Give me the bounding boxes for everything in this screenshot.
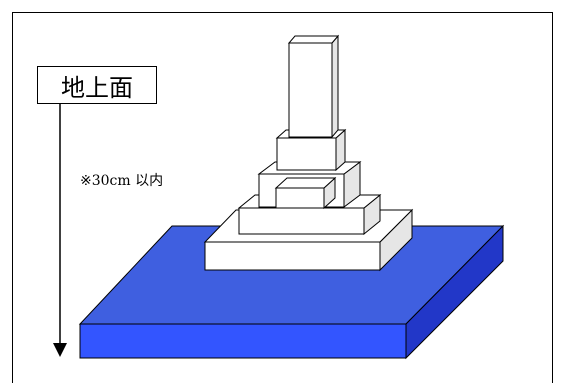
ground-surface-label: 地上面	[37, 66, 157, 104]
foundation-slab	[78, 224, 505, 360]
depth-arrow-head	[53, 343, 67, 357]
upright-stone	[287, 34, 340, 139]
stone-tier-upper	[257, 161, 362, 210]
depth-limit-note: ※30cm 以内	[80, 173, 164, 189]
foundation-slab-front	[79, 323, 407, 359]
foundation-slab-side	[405, 224, 504, 360]
diagram-frame	[12, 12, 553, 383]
